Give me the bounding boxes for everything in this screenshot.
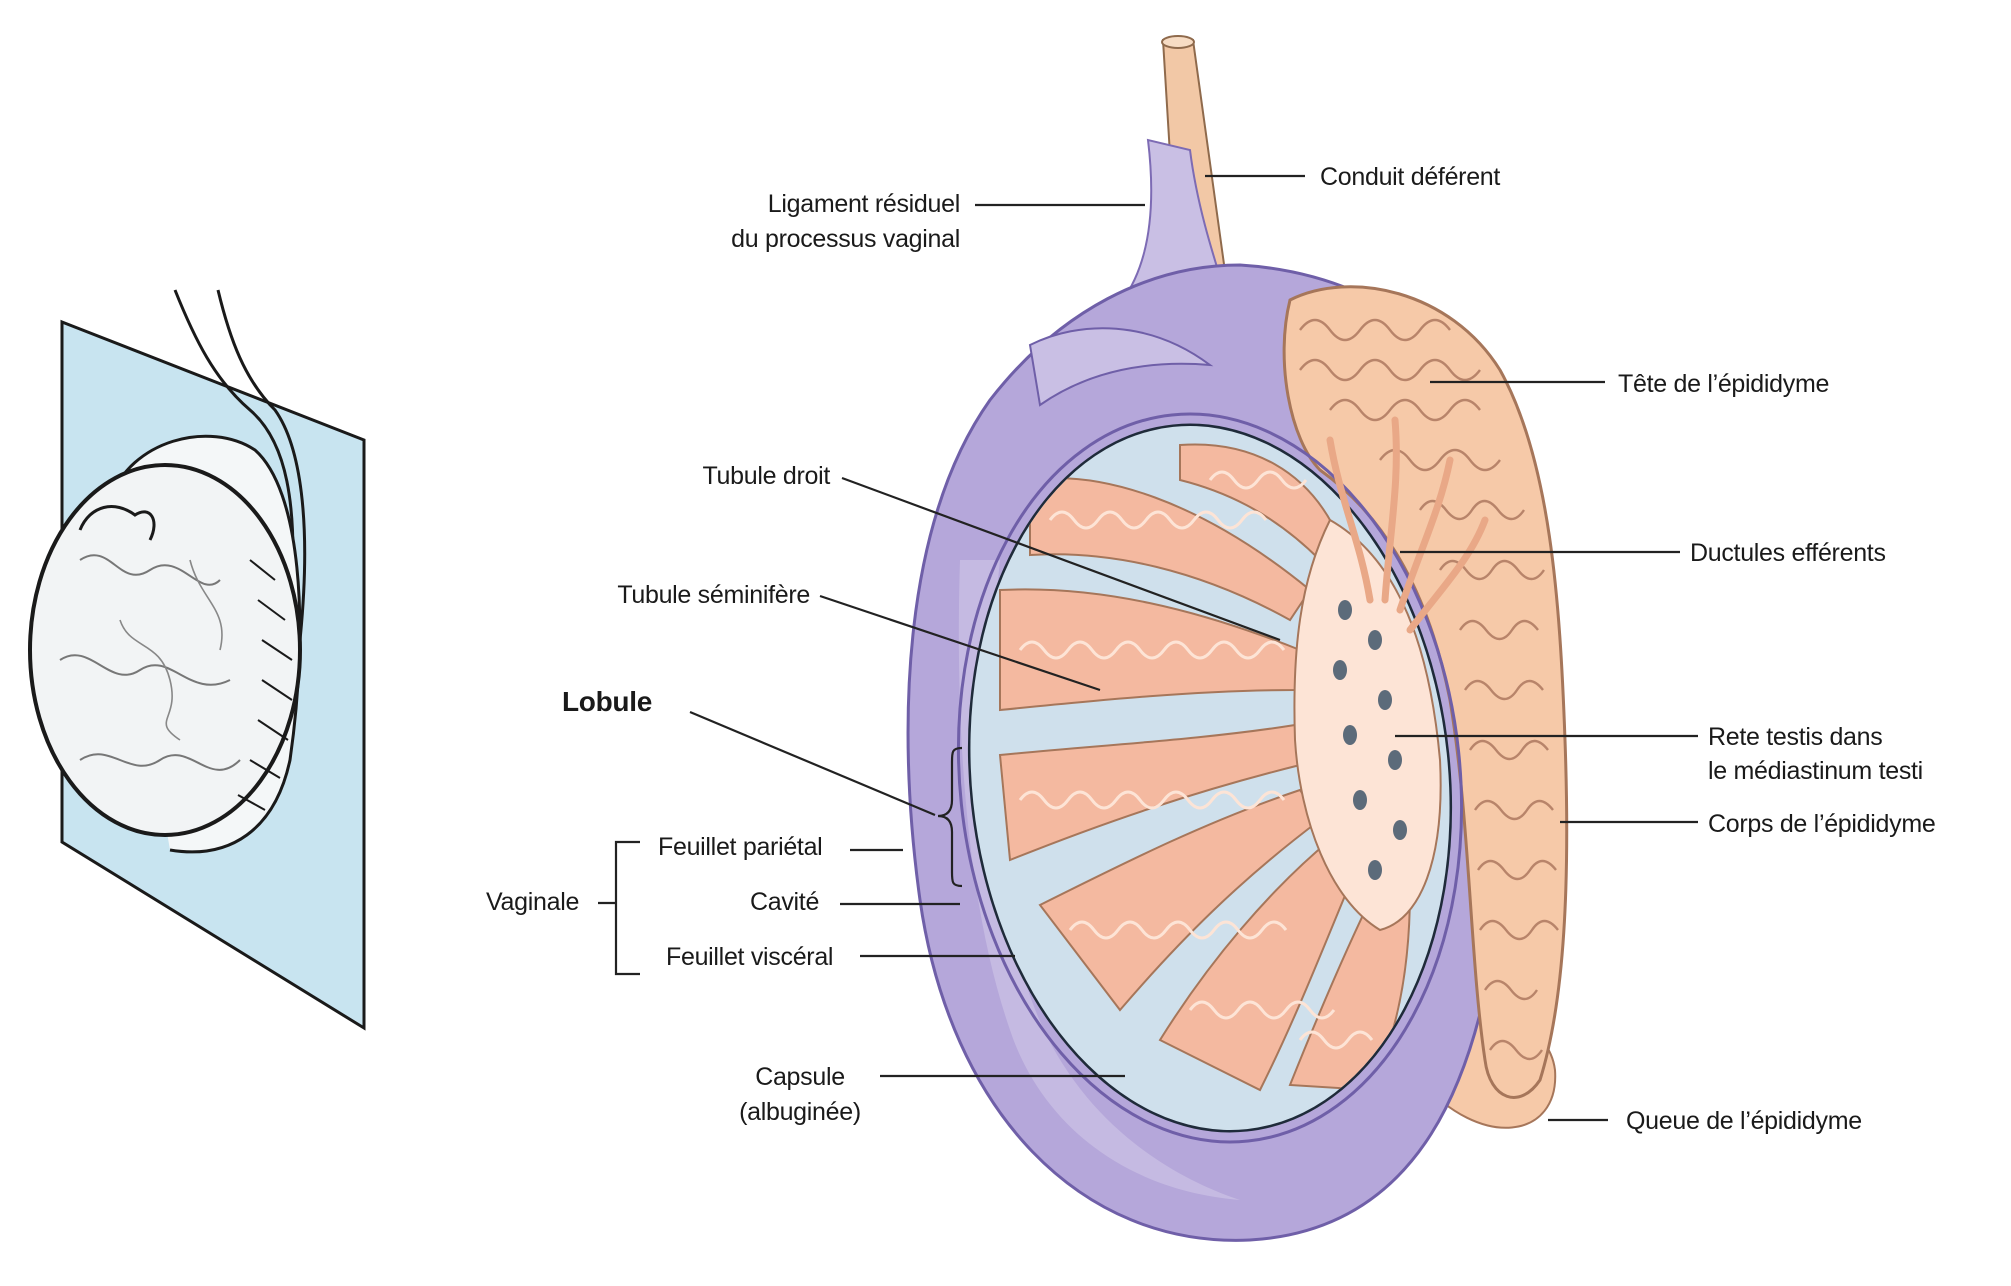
label-tete-epididyme: Tête de l’épididyme xyxy=(1618,370,1830,398)
label-queue-epididyme: Queue de l’épididyme xyxy=(1626,1107,1862,1135)
label-corps-epididyme: Corps de l’épididyme xyxy=(1708,810,1936,838)
label-albuginee: (albuginée) xyxy=(739,1098,861,1126)
label-tubule-seminifere: Tubule séminifère xyxy=(617,581,810,609)
epididymis-coils xyxy=(1299,318,1559,1061)
label-tubule-droit: Tubule droit xyxy=(702,462,831,490)
orientation-sketch xyxy=(28,289,366,1031)
label-lobule: Lobule xyxy=(562,686,652,717)
label-cavite: Cavité xyxy=(750,888,820,916)
leader-lines xyxy=(598,174,1698,1122)
label-rete-testis: Rete testis dans xyxy=(1708,723,1883,751)
label-feuillet-parietal: Feuillet pariétal xyxy=(658,833,823,861)
testis-main xyxy=(906,35,1569,1242)
rete-openings xyxy=(1333,600,1407,880)
label-ductules-efferents: Ductules efférents xyxy=(1690,539,1886,567)
testis-sphere xyxy=(28,463,302,837)
label-conduit-deferent: Conduit déférent xyxy=(1320,163,1501,191)
label-capsule: Capsule xyxy=(755,1063,845,1091)
label-mediastinum-testi: le médiastinum testi xyxy=(1708,757,1923,785)
label-feuillet-visceral: Feuillet viscéral xyxy=(666,943,834,971)
label-ligament-residuel: Ligament résiduel xyxy=(767,190,961,218)
label-processus-vaginal: du processus vaginal xyxy=(731,225,960,253)
efferent-ductules xyxy=(1326,416,1489,634)
label-vaginale: Vaginale xyxy=(486,888,580,916)
